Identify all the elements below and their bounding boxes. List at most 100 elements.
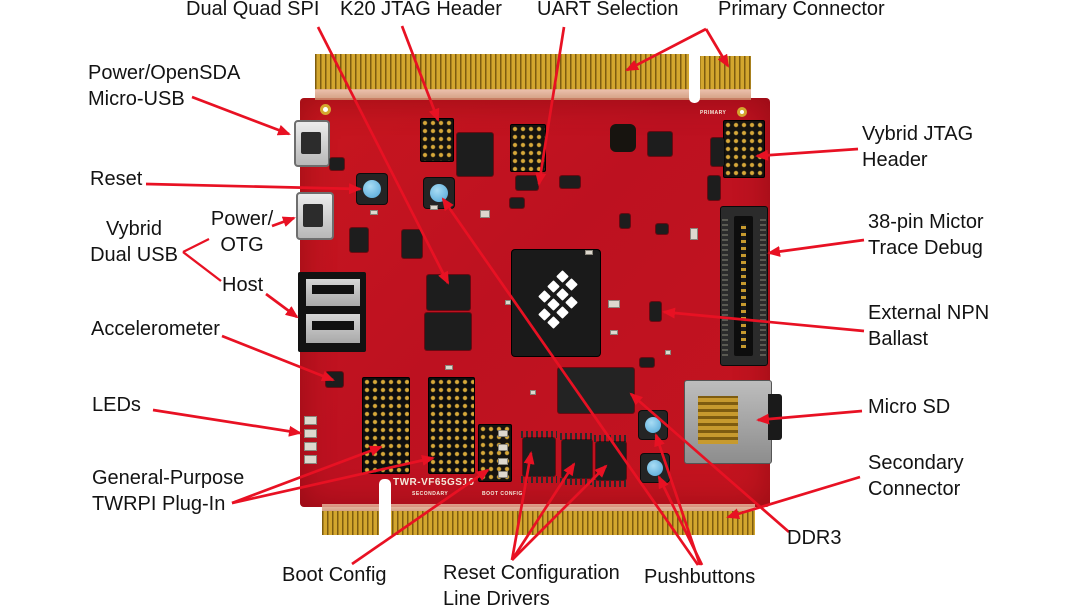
arrow-micro-sd: [756, 409, 863, 425]
component: [510, 198, 524, 208]
jumper-block: [711, 138, 724, 166]
component: [370, 210, 378, 215]
label-general-purpose-twrpi: General-Purpose TWRPI Plug-In: [92, 467, 245, 515]
component: [505, 300, 511, 305]
component: [350, 228, 368, 252]
arrow-pushbutton-bottom-2: [657, 475, 704, 566]
k20-jtag-pin-header: [420, 118, 454, 162]
jumper-cap: [498, 444, 508, 451]
label-micro-sd: Micro SD: [868, 396, 951, 418]
arrow-line-driver-1: [510, 451, 535, 561]
label-pushbuttons: Pushbuttons: [644, 566, 756, 588]
label-vybrid-jtag-header: Vybrid JTAG Header: [862, 123, 974, 171]
mounting-hole: [320, 104, 331, 115]
mictor-pins-left: [722, 216, 728, 356]
power-opensda-usb-slot: [301, 132, 321, 154]
power-otg-usb-slot: [303, 204, 323, 227]
arrow-primary-connector-left: [625, 27, 707, 72]
arrow-ddr3: [629, 392, 790, 534]
component: [665, 350, 671, 355]
vybrid-jtag-pin-header: [723, 120, 765, 178]
arrow-line-driver-2: [510, 462, 576, 561]
arrow-power-opensda: [191, 95, 291, 136]
ic-pins: [521, 431, 557, 438]
arrow-k20-jtag-header: [400, 25, 440, 122]
notch-slot-top: [689, 50, 700, 103]
silkscreen-secondary: SECONDARY: [412, 491, 449, 497]
bracket-vybrid-usb-lower: [182, 251, 222, 282]
label-leds: LEDs: [92, 394, 141, 416]
qspi-flash-2: [425, 313, 471, 350]
arrow-dual-quad-spi: [316, 26, 450, 285]
jumper-cap: [498, 458, 508, 465]
usb-host-tongue-2: [312, 321, 354, 330]
label-accelerometer: Accelerometer: [91, 318, 220, 340]
label-uart-selection: UART Selection: [537, 0, 679, 20]
uart-selection-jumper-2: [516, 176, 538, 190]
label-power-otg: Power/ OTG: [210, 208, 274, 256]
arrow-pushbutton-top: [441, 197, 700, 566]
ddr3-chip: [558, 368, 634, 413]
notch-slot-bottom: [379, 479, 391, 535]
component: [608, 300, 620, 308]
component: [430, 205, 438, 210]
arrow-accelerometer: [221, 334, 335, 382]
arrow-host: [265, 292, 299, 319]
uart-selection-jumpers: [510, 124, 546, 172]
label-secondary-connector: Secondary Connector: [868, 452, 964, 500]
connector-base-band-bottom: [322, 504, 755, 512]
k20-chip: [457, 133, 493, 176]
ic-pins: [594, 480, 628, 487]
arrow-secondary-connector: [726, 475, 861, 520]
mounting-hole: [737, 107, 747, 117]
label-k20-jtag-header: K20 JTAG Header: [340, 0, 502, 20]
label-power-opensda-micro-usb: Power/OpenSDA Micro-USB: [88, 62, 241, 110]
micro-sd-contacts: [698, 396, 738, 444]
arrow-mictor: [767, 238, 865, 257]
led: [304, 429, 317, 438]
ic-pins: [560, 433, 594, 440]
primary-connector-left: [315, 54, 689, 90]
label-reset: Reset: [90, 168, 143, 190]
soic-chip: [648, 132, 672, 156]
component: [656, 224, 668, 234]
mictor-pins-right: [760, 216, 766, 356]
arrow-twrpi-1: [231, 445, 383, 505]
led: [304, 442, 317, 451]
component: [585, 250, 593, 255]
power-inductor: [610, 124, 636, 152]
arrow-uart-selection: [535, 26, 566, 186]
twrpi-header-2: [428, 377, 475, 474]
npn-ballast-component: [650, 302, 661, 321]
led: [304, 416, 317, 425]
arrow-leds: [152, 408, 302, 437]
twrpi-header-1: [362, 377, 410, 474]
ic-pins: [521, 476, 557, 483]
connector-base-band-top: [315, 89, 751, 100]
ic-pins: [560, 478, 594, 485]
label-boot-config: Boot Config: [282, 564, 387, 586]
arrow-twrpi-2: [231, 455, 435, 505]
micro-sd-card-tab: [768, 394, 782, 440]
component: [690, 228, 698, 240]
arrow-primary-connector-right: [704, 28, 730, 68]
component: [530, 390, 536, 395]
arrow-line-driver-3: [511, 464, 608, 561]
label-vybrid-dual-usb: Vybrid Dual USB: [90, 218, 178, 266]
label-external-npn-ballast: External NPN Ballast: [868, 302, 990, 350]
label-host: Host: [222, 274, 264, 296]
arrow-reset: [145, 182, 362, 195]
vybrid-cpu-chip: [512, 250, 600, 356]
component: [330, 158, 344, 170]
jumper-block: [708, 176, 720, 200]
label-ddr3: DDR3: [787, 527, 842, 549]
jumper-cap: [498, 471, 508, 478]
bracket-vybrid-usb-upper: [182, 237, 210, 254]
silkscreen-boot-config: BOOT CONFIG: [482, 491, 523, 497]
soic-chip: [402, 230, 422, 258]
label-mictor-trace-debug: 38-pin Mictor Trace Debug: [868, 211, 984, 259]
reset-pushbutton: [357, 174, 387, 204]
component: [640, 358, 654, 367]
mictor-contacts: [741, 224, 746, 348]
